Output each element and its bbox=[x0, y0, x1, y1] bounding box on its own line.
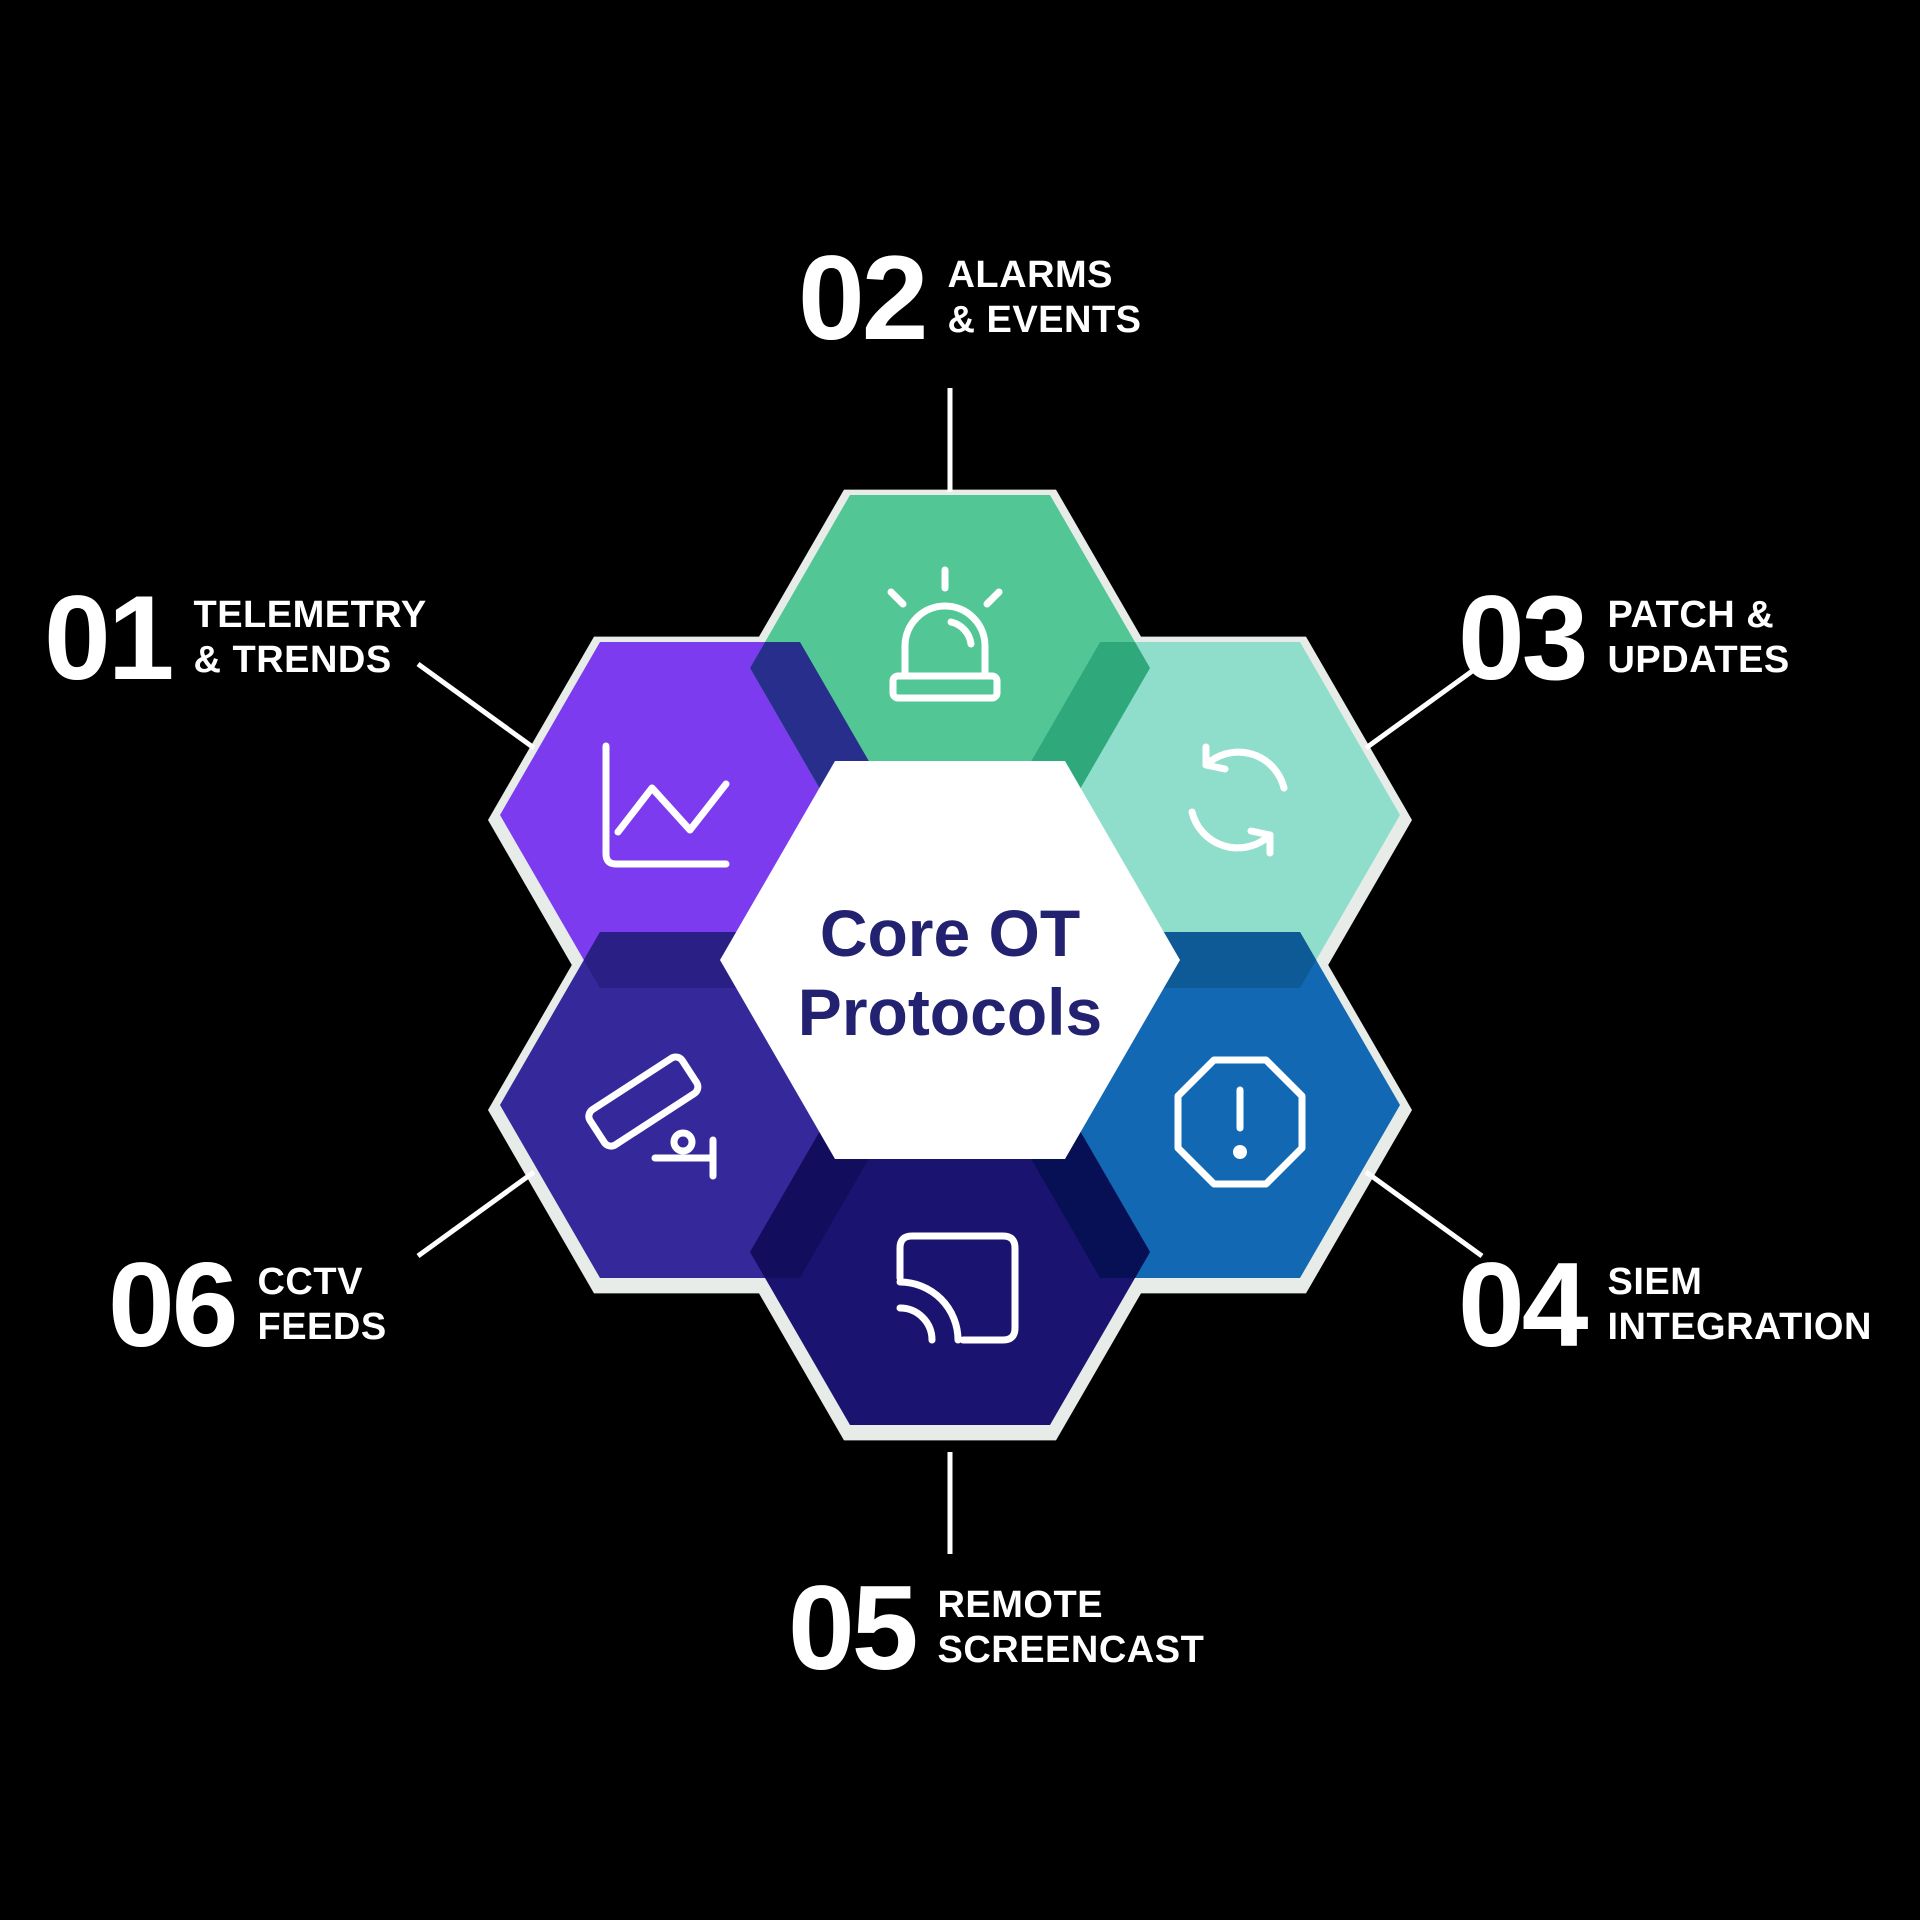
label-06-text: CCTV FEEDS bbox=[257, 1260, 386, 1350]
connector-06 bbox=[416, 1169, 536, 1259]
label-05-line1: REMOTE bbox=[937, 1584, 1104, 1626]
screencast-icon bbox=[896, 1232, 1019, 1344]
sync-arrows-icon bbox=[1188, 743, 1288, 857]
label-03-line1: PATCH & bbox=[1607, 594, 1775, 636]
center-title: Core OT Protocols bbox=[710, 894, 1190, 1052]
connector-04 bbox=[1364, 1169, 1484, 1259]
label-06-line2: FEEDS bbox=[257, 1306, 387, 1348]
label-06: 06 CCTV FEEDS bbox=[108, 1238, 387, 1372]
label-01-line1: TELEMETRY bbox=[193, 594, 427, 636]
connector-03 bbox=[1364, 661, 1484, 751]
label-01: 01 TELEMETRY & TRENDS bbox=[44, 571, 427, 705]
label-04: 04 SIEM INTEGRATION bbox=[1458, 1238, 1872, 1372]
overlap-05-06 bbox=[750, 1079, 900, 1278]
label-03-number: 03 bbox=[1458, 571, 1588, 705]
label-04-line2: INTEGRATION bbox=[1607, 1306, 1872, 1348]
label-03-text: PATCH & UPDATES bbox=[1607, 593, 1789, 683]
label-05: 05 REMOTE SCREENCAST bbox=[788, 1561, 1204, 1695]
label-01-line2: & TRENDS bbox=[193, 639, 392, 681]
label-06-number: 06 bbox=[108, 1238, 238, 1372]
label-05-text: REMOTE SCREENCAST bbox=[937, 1583, 1204, 1673]
label-03-line2: UPDATES bbox=[1607, 639, 1790, 681]
alert-octagon-icon bbox=[1174, 1056, 1306, 1188]
cctv-camera-icon bbox=[585, 1053, 717, 1180]
label-02-number: 02 bbox=[798, 231, 928, 365]
siren-icon bbox=[887, 566, 1003, 702]
connector-01 bbox=[416, 661, 536, 751]
label-02: 02 ALARMS & EVENTS bbox=[798, 231, 1142, 365]
label-05-number: 05 bbox=[788, 1561, 918, 1695]
label-06-line1: CCTV bbox=[257, 1261, 363, 1303]
overlap-02-03 bbox=[1000, 642, 1150, 841]
label-04-line1: SIEM bbox=[1607, 1261, 1703, 1303]
label-02-line2: & EVENTS bbox=[947, 299, 1142, 341]
label-03: 03 PATCH & UPDATES bbox=[1458, 571, 1790, 705]
label-05-line2: SCREENCAST bbox=[937, 1629, 1205, 1671]
line-chart-icon bbox=[602, 742, 730, 868]
label-04-number: 04 bbox=[1458, 1238, 1588, 1372]
center-title-line1: Core OT bbox=[819, 896, 1081, 970]
label-01-text: TELEMETRY & TRENDS bbox=[193, 593, 426, 683]
connector-lines bbox=[416, 388, 1484, 1554]
label-02-text: ALARMS & EVENTS bbox=[947, 253, 1141, 343]
hexagon-overlap-bands bbox=[500, 642, 1400, 1278]
overlap-01-02 bbox=[750, 642, 900, 841]
label-02-line1: ALARMS bbox=[947, 254, 1114, 296]
label-01-number: 01 bbox=[44, 571, 174, 705]
center-hexagon bbox=[720, 761, 1180, 1159]
center-title-line2: Protocols bbox=[797, 975, 1103, 1049]
overlap-04-05 bbox=[1000, 1079, 1150, 1278]
label-04-text: SIEM INTEGRATION bbox=[1607, 1260, 1871, 1350]
